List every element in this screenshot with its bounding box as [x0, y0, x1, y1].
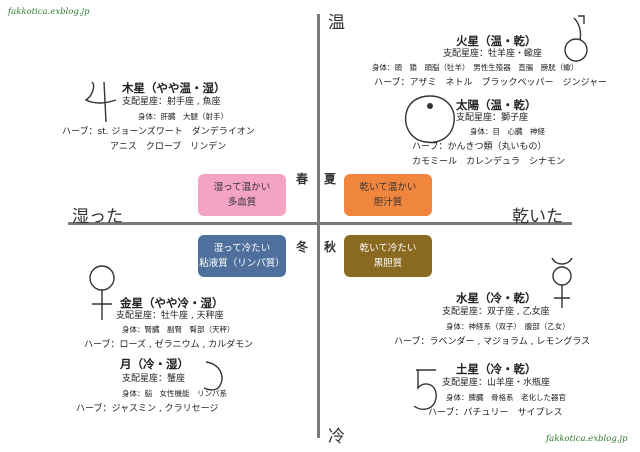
- season-summer: 夏: [324, 172, 337, 186]
- box-title: 湿って温かい: [213, 182, 271, 193]
- moon-rule: 支配星座：蟹座: [122, 374, 186, 384]
- temperament-box-cold-dry: 乾いて冷たい 黒胆質: [344, 235, 432, 277]
- box-temperament: 多血質: [227, 197, 257, 208]
- axis-label-moist: 湿った: [72, 207, 123, 227]
- box-temperament: 黒胆質: [373, 258, 403, 269]
- mars-rule: 支配星座：牡羊座・蠍座: [443, 49, 543, 59]
- temperament-box-warm-moist: 湿って温かい 多血質: [198, 174, 286, 216]
- venus-symbol-icon: [89, 265, 115, 320]
- season-autumn: 秋: [324, 240, 337, 254]
- saturn-rule: 支配星座：山羊座・水瓶座: [442, 378, 551, 388]
- moon-title: 月（冷・湿）: [120, 357, 189, 371]
- venus-herbs: ハーブ：ローズ , ゼラニウム , カルダモン: [84, 340, 254, 350]
- mercury-symbol-icon: [551, 257, 573, 308]
- mercury-herbs: ハーブ：ラベンダー , マジョラム , レモングラス: [394, 337, 591, 347]
- sun-herbs-1: ハーブ：かんきつ類（丸いもの）: [412, 142, 547, 152]
- saturn-title: 土星（冷・乾）: [456, 362, 537, 376]
- watermark-bottom: fakkotica.exblog.jp: [546, 434, 628, 444]
- season-winter: 冬: [296, 240, 309, 254]
- axis-label-cold: 冷: [328, 427, 345, 447]
- sun-rule: 支配星座：獅子座: [456, 113, 529, 123]
- saturn-herbs: ハーブ：パチュリー サイプレス: [428, 408, 563, 418]
- jupiter-herbs-1: ハーブ：st. ジョーンズワート ダンデライオン: [62, 127, 255, 137]
- venus-title: 金星（やや冷・湿）: [120, 296, 224, 310]
- mercury-body: 身体：神経系（双子） 腹部（乙女）: [446, 322, 570, 331]
- jupiter-symbol-icon: [84, 81, 117, 123]
- moon-herbs: ハーブ：ジャスミン , クラリセージ: [76, 404, 219, 414]
- horizontal-axis: [68, 222, 572, 225]
- moon-symbol-icon: [203, 361, 223, 391]
- mars-body: 身体：頭 鎖 頭脳（牡羊） 男性生殖器 直腸 膀胱（蠍）: [372, 63, 579, 72]
- box-temperament: 粘液質（リンパ質）: [199, 258, 285, 269]
- jupiter-herbs-2: アニス クローブ リンデン: [110, 142, 227, 152]
- box-title: 乾いて温かい: [359, 182, 417, 193]
- axis-label-dry: 乾いた: [512, 207, 563, 227]
- axis-label-warm: 温: [328, 13, 345, 33]
- mercury-title: 水星（冷・乾）: [456, 291, 537, 305]
- temperament-box-cold-moist: 湿って冷たい 粘液質（リンパ質）: [198, 235, 286, 277]
- saturn-body: 身体：脾臓 骨格系 老化した器官: [446, 393, 566, 402]
- sun-herbs-2: カモミール カレンデュラ シナモン: [412, 157, 566, 167]
- venus-body: 身体：腎臓 副腎 臀部（天秤）: [122, 325, 235, 334]
- temperament-box-warm-dry: 乾いて温かい 胆汁質: [344, 174, 432, 216]
- jupiter-title: 木星（やや温・湿）: [122, 81, 226, 95]
- box-title: 乾いて冷たい: [359, 243, 417, 254]
- vertical-axis: [317, 14, 320, 438]
- mercury-rule: 支配星座：双子座 , 乙女座: [442, 307, 550, 317]
- sun-title: 太陽（温・乾）: [456, 98, 537, 112]
- venus-rule: 支配星座：牡牛座 , 天秤座: [116, 311, 224, 321]
- sun-body: 身体：目 心臓 神経: [470, 127, 545, 136]
- season-spring: 春: [296, 172, 309, 186]
- box-title: 湿って冷たい: [213, 243, 271, 254]
- mars-symbol-icon: [564, 15, 588, 62]
- watermark-top: fakkotica.exblog.jp: [8, 7, 90, 17]
- saturn-symbol-icon: [413, 369, 437, 410]
- jupiter-body: 身体：肝臓 大腿（射手）: [138, 112, 228, 121]
- box-temperament: 胆汁質: [373, 197, 403, 208]
- sun-symbol-icon: [404, 95, 455, 144]
- jupiter-rule: 支配星座：射手座 , 魚座: [122, 97, 221, 107]
- mars-herbs: ハーブ：アザミ ネトル ブラックペッパー ジンジャー: [374, 78, 608, 88]
- mars-title: 火星（温・乾）: [456, 34, 537, 48]
- moon-body: 身体：脳 女性機能 リンパ系: [122, 389, 227, 398]
